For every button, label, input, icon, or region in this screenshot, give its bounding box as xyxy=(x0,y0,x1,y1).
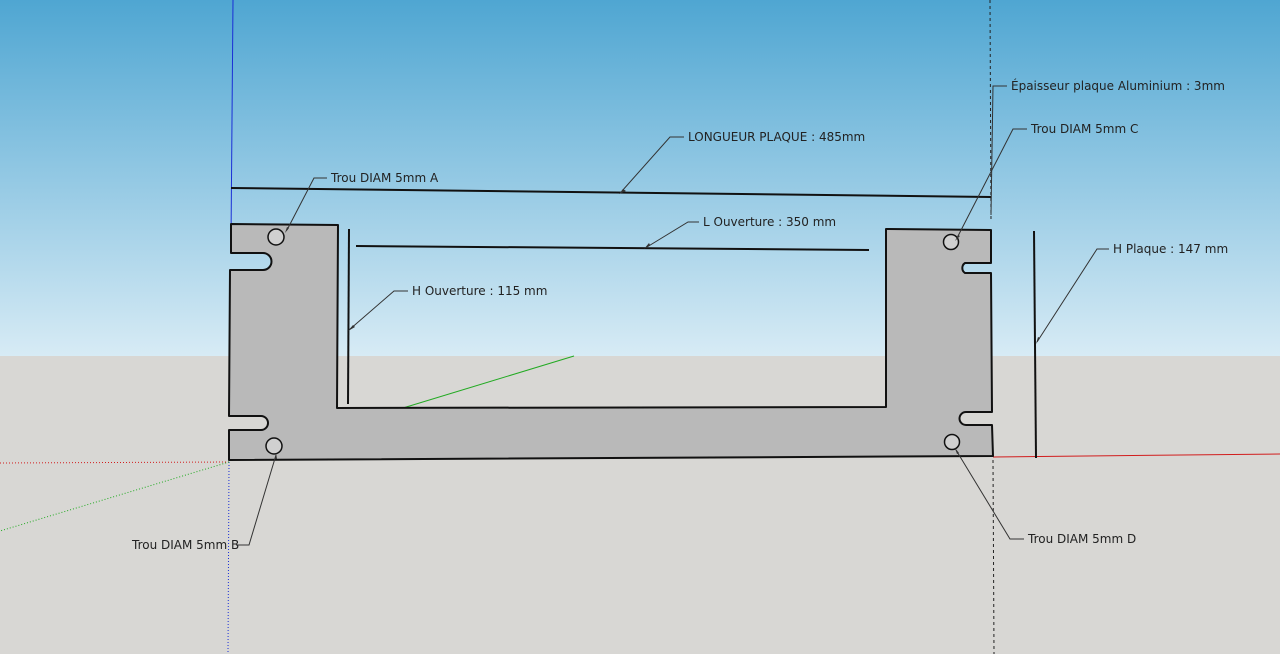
blue-axis-solid xyxy=(230,0,234,241)
dimension-line-opening-width[interactable] xyxy=(355,245,870,251)
leader-trou-a xyxy=(286,177,327,231)
guide-line-right-upper xyxy=(989,0,992,221)
aluminium-plate[interactable] xyxy=(228,223,994,461)
hole-d[interactable] xyxy=(943,433,961,451)
arrow-tip-h-ouverture xyxy=(348,325,355,331)
arrow-tip-l-ouverture xyxy=(644,243,650,249)
label-epaisseur: Épaisseur plaque Aluminium : 3mm xyxy=(1011,78,1225,93)
dimension-line-opening-height[interactable] xyxy=(347,228,350,405)
hole-b[interactable] xyxy=(265,437,283,455)
leader-h-ouverture xyxy=(348,290,408,331)
hole-c[interactable] xyxy=(942,233,960,251)
red-axis-dotted xyxy=(0,461,230,464)
label-trou-d: Trou DIAM 5mm D xyxy=(1027,532,1136,546)
leader-trou-b xyxy=(236,454,277,546)
arrow-tip-h-plaque xyxy=(1036,337,1040,344)
label-trou-b: Trou DIAM 5mm B xyxy=(131,538,239,552)
leader-trou-c xyxy=(956,128,1027,239)
arrow-tip-longueur-plaque xyxy=(619,189,626,194)
green-axis-dotted xyxy=(0,461,230,532)
leader-trou-d xyxy=(955,449,1024,540)
label-longueur-plaque: LONGUEUR PLAQUE : 485mm xyxy=(688,130,865,144)
leader-h-plaque xyxy=(1036,248,1109,343)
red-axis-solid xyxy=(992,453,1280,458)
arrow-tip-trou-a xyxy=(285,227,289,233)
arrow-tip-trou-b xyxy=(275,453,277,459)
sky-background xyxy=(0,0,1280,356)
dimension-line-plate-length[interactable] xyxy=(230,187,992,198)
ground-plane xyxy=(0,356,1280,654)
hole-a[interactable] xyxy=(267,228,285,246)
leader-l-ouverture xyxy=(646,221,699,248)
dimension-line-plate-height[interactable] xyxy=(1033,230,1037,459)
guide-line-right-lower xyxy=(992,459,995,654)
blue-axis-dotted xyxy=(227,461,230,654)
label-l-ouverture: L Ouverture : 350 mm xyxy=(703,215,836,229)
leader-epaisseur xyxy=(990,85,1007,216)
label-trou-c: Trou DIAM 5mm C xyxy=(1030,122,1138,136)
arrow-tip-trou-d xyxy=(955,448,959,454)
label-trou-a: Trou DIAM 5mm A xyxy=(330,171,439,185)
green-axis-solid xyxy=(402,355,575,409)
label-h-plaque: H Plaque : 147 mm xyxy=(1113,242,1228,256)
leader-longueur-plaque xyxy=(621,136,684,192)
arrow-tip-trou-c xyxy=(955,235,960,241)
label-h-ouverture: H Ouverture : 115 mm xyxy=(412,284,547,298)
